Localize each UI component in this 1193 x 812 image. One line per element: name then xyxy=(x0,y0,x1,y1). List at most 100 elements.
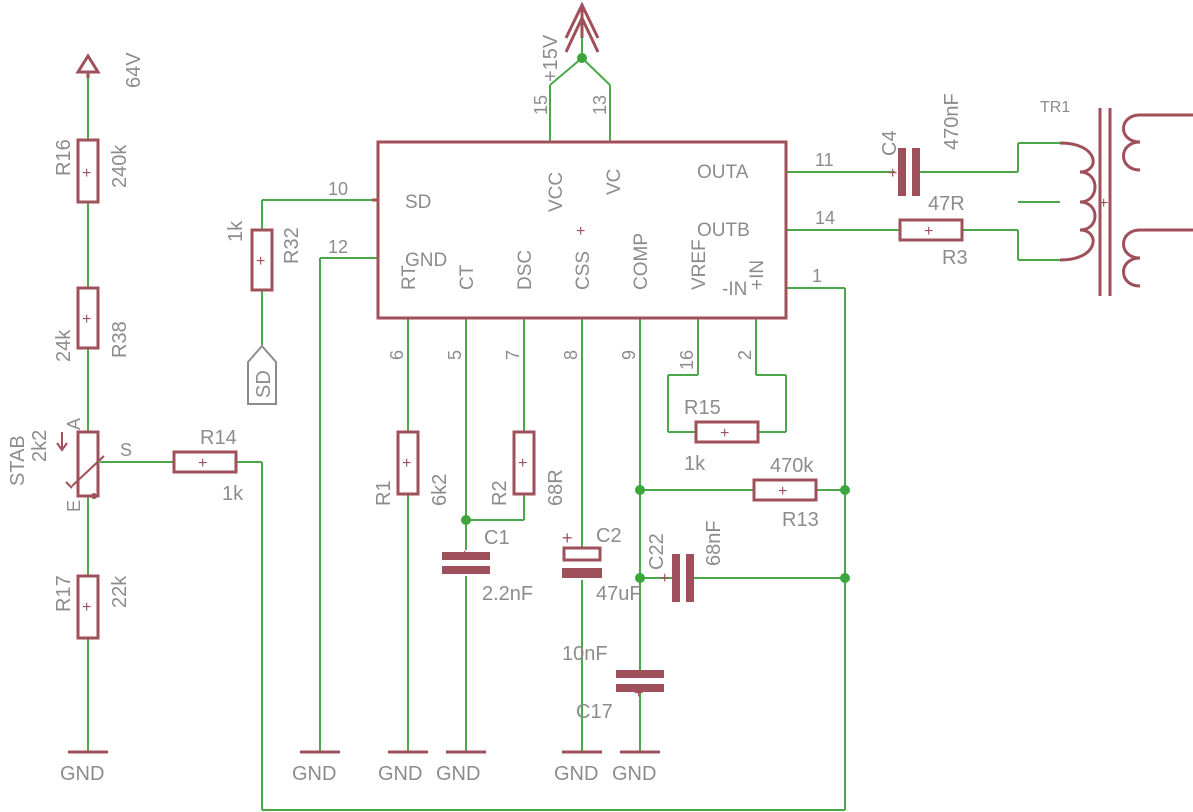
c4-value: 470nF xyxy=(941,93,963,150)
pin-num-inp: 1 xyxy=(812,266,822,286)
junction-vcc xyxy=(577,53,587,63)
ground-symbols: GND GND GND GND GND GND xyxy=(60,750,660,785)
c17-name: C17 xyxy=(576,701,613,723)
pin-num-dsc: 7 xyxy=(503,350,523,360)
r3-name: R3 xyxy=(942,247,968,269)
r17-name: R17 xyxy=(53,575,75,612)
supply-64v: 64V xyxy=(75,52,145,88)
resistor-r17: + R17 22k xyxy=(53,574,131,640)
resistor-r2: + R2 68R xyxy=(489,430,567,506)
pin-name-comp: COMP xyxy=(631,233,652,290)
r16-value: 240k xyxy=(109,144,131,188)
pin-name-rt: RT xyxy=(399,265,420,290)
r14-name: R14 xyxy=(200,427,237,449)
pin-name-dsc: DSC xyxy=(515,250,536,290)
svg-text:+: + xyxy=(720,425,729,442)
r17-value: 22k xyxy=(109,575,131,608)
junction-ct xyxy=(461,515,471,525)
ic-controller: SD 10 GND 12 RT 6 CT 5 DSC 7 CSS 8 COMP … xyxy=(328,95,835,370)
capacitor-c1: + C1 2.2nF xyxy=(442,527,533,605)
pin-num-inm: 2 xyxy=(735,350,755,360)
r38-value: 24k xyxy=(53,329,75,362)
sd-port: SD xyxy=(247,344,277,405)
r15-value: 1k xyxy=(684,453,706,475)
gnd-label-3: GND xyxy=(378,763,422,785)
r32-name: R32 xyxy=(281,227,303,264)
junction-comp-c22 xyxy=(635,573,645,583)
svg-text:+: + xyxy=(660,570,669,587)
r3-value: 47R xyxy=(928,193,965,215)
pin-name-css: CSS xyxy=(573,251,594,290)
svg-text:+: + xyxy=(924,223,933,240)
stab-value: 2k2 xyxy=(29,430,51,462)
r1-name: R1 xyxy=(373,480,395,506)
supply-15v: +15V xyxy=(540,1,600,82)
svg-text:+: + xyxy=(402,455,411,472)
svg-text:+: + xyxy=(460,547,469,564)
pin-num-outa: 11 xyxy=(815,150,834,170)
svg-text:+: + xyxy=(562,528,573,548)
supply-15v-label: +15V xyxy=(540,34,562,82)
r1-value: 6k2 xyxy=(429,474,451,506)
pin-num-vcc: 15 xyxy=(531,95,551,115)
svg-text:+: + xyxy=(1099,195,1108,212)
junction-comp-r13 xyxy=(635,485,645,495)
pin-name-inm: -IN xyxy=(722,279,747,300)
pin-num-gnd: 12 xyxy=(328,237,348,257)
r14-value: 1k xyxy=(222,483,244,505)
r38-name: R38 xyxy=(109,321,131,358)
ic-origin-cross: + xyxy=(576,223,585,240)
pin-name-gnd: GND xyxy=(405,250,447,271)
pin-num-rt: 6 xyxy=(387,350,407,360)
resistor-r38: + 24k R38 xyxy=(53,286,131,362)
capacitor-c22: + C22 68nF xyxy=(646,520,725,602)
svg-text:+: + xyxy=(634,685,643,702)
pin-num-vref: 16 xyxy=(677,350,697,370)
svg-text:+: + xyxy=(82,599,91,616)
stab-name: STAB xyxy=(7,435,29,486)
resistor-r32: + 1k R32 xyxy=(225,220,303,292)
stab-pin-e: E xyxy=(64,500,84,512)
resistor-r3: + 47R R3 xyxy=(898,193,968,269)
transformer-tr1: TR1 + xyxy=(1040,99,1193,296)
gnd-label-4: GND xyxy=(436,763,480,785)
pin-name-sd: SD xyxy=(405,192,431,213)
ic-body xyxy=(376,140,788,320)
pin-name-inp: +IN xyxy=(747,260,768,290)
junction-in-c22 xyxy=(840,573,850,583)
pin-name-vcc: VCC xyxy=(546,172,567,212)
tr1-name: TR1 xyxy=(1040,99,1070,116)
r15-name: R15 xyxy=(684,397,721,419)
capacitor-c17: + 10nF C17 xyxy=(562,643,664,723)
capacitor-c2: + C2 47uF xyxy=(562,525,642,605)
stab-pin-a: A xyxy=(64,418,84,430)
svg-text:+: + xyxy=(82,165,91,182)
capacitor-c4: + C4 470nF xyxy=(879,93,963,196)
r16-name: R16 xyxy=(53,139,75,176)
pin-name-vc: VC xyxy=(604,169,625,195)
svg-text:+: + xyxy=(256,253,265,270)
c2-name: C2 xyxy=(596,525,622,547)
supply-64v-label: 64V xyxy=(123,52,145,88)
gnd-label-5: GND xyxy=(554,763,598,785)
pin-num-vc: 13 xyxy=(590,95,610,115)
gnd-label-6: GND xyxy=(612,763,656,785)
svg-text:+: + xyxy=(518,455,527,472)
r2-value: 68R xyxy=(545,469,567,506)
resistor-r14: + R14 1k xyxy=(172,427,244,505)
c22-name: C22 xyxy=(646,533,668,570)
r13-name: R13 xyxy=(782,509,819,531)
sd-port-label: SD xyxy=(253,370,275,398)
stab-pin-s: S xyxy=(120,440,132,460)
resistor-r15: + R15 1k xyxy=(684,397,760,475)
r2-name: R2 xyxy=(489,480,511,506)
resistor-r16: + R16 240k xyxy=(53,138,131,204)
pin-name-ct: CT xyxy=(457,264,478,290)
svg-text:+: + xyxy=(82,311,91,328)
c2-value: 47uF xyxy=(596,583,642,605)
c22-value: 68nF xyxy=(703,520,725,566)
pin-num-ct: 5 xyxy=(445,350,465,360)
pin-num-outb: 14 xyxy=(815,208,835,228)
resistor-r13: + 470k R13 xyxy=(752,455,819,531)
